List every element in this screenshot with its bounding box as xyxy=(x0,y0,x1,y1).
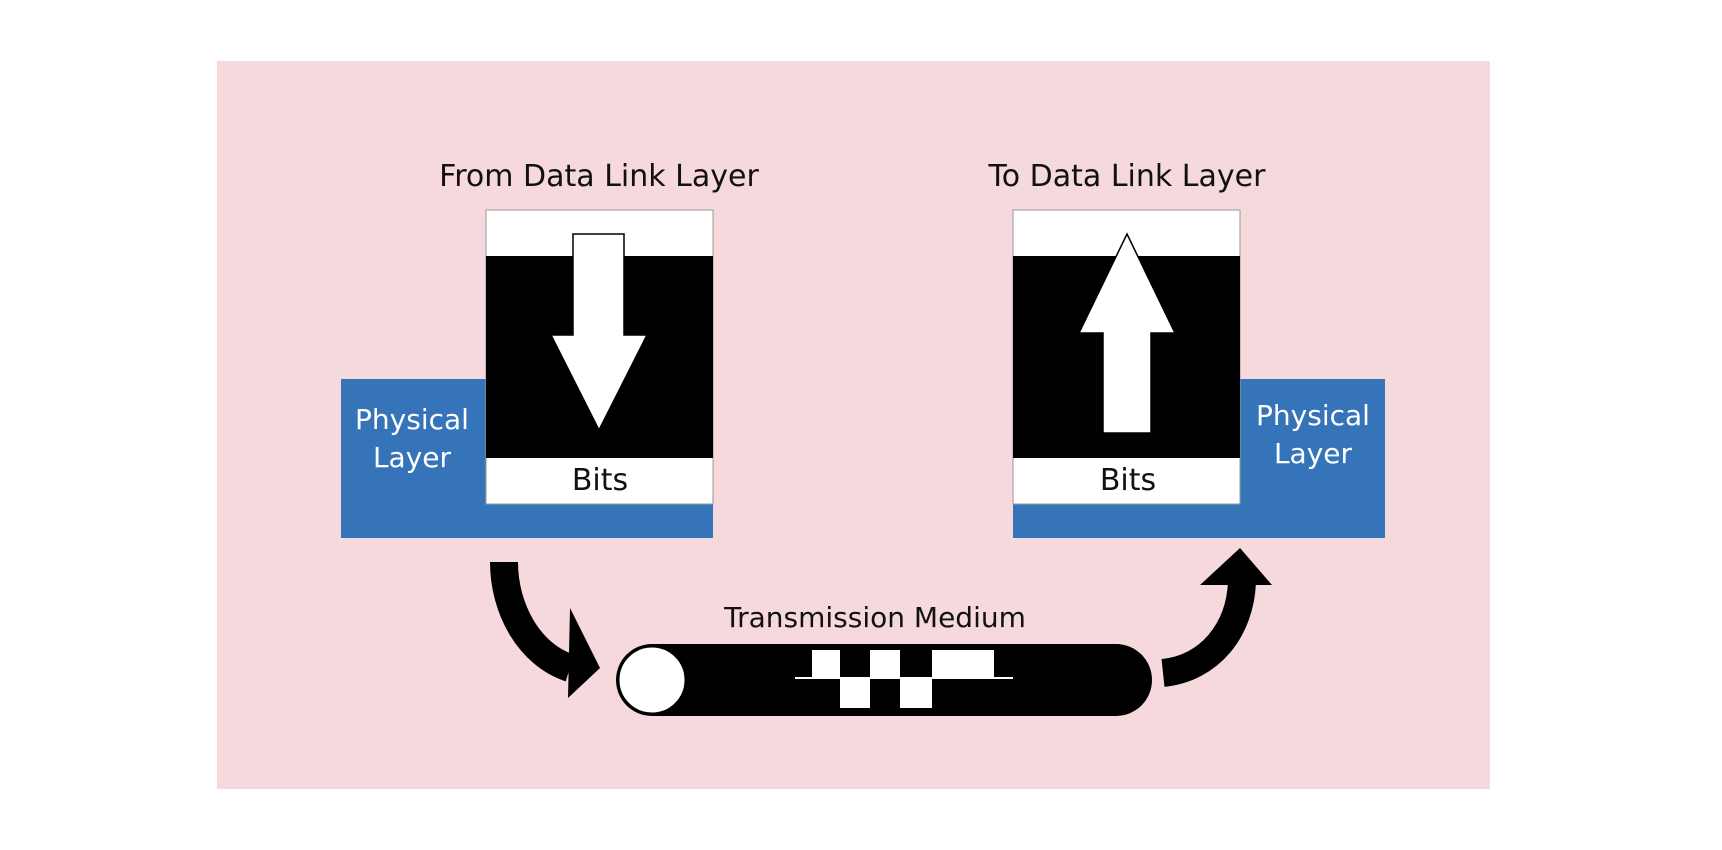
curved-arrow-to-medium-icon xyxy=(490,561,600,698)
right-header: To Data Link Layer xyxy=(988,159,1267,194)
cable-end-icon xyxy=(616,644,688,716)
right-bits-label: Bits xyxy=(1100,463,1156,498)
right-physical-label-line2: Layer xyxy=(1274,437,1353,470)
transmission-cable xyxy=(616,644,1152,716)
arrow-down-icon xyxy=(549,233,649,432)
left-bits-label: Bits xyxy=(572,463,628,498)
signal-waveform-icon xyxy=(795,650,1013,708)
transmission-medium-label: Transmission Medium xyxy=(723,601,1026,634)
right-physical-label-line1: Physical xyxy=(1256,399,1370,432)
arrow-up-icon xyxy=(1077,232,1177,434)
curved-arrow-to-receiver-icon xyxy=(1160,548,1272,687)
left-physical-label-line1: Physical xyxy=(355,403,469,436)
left-physical-label-line2: Layer xyxy=(373,441,452,474)
left-header: From Data Link Layer xyxy=(439,159,759,194)
